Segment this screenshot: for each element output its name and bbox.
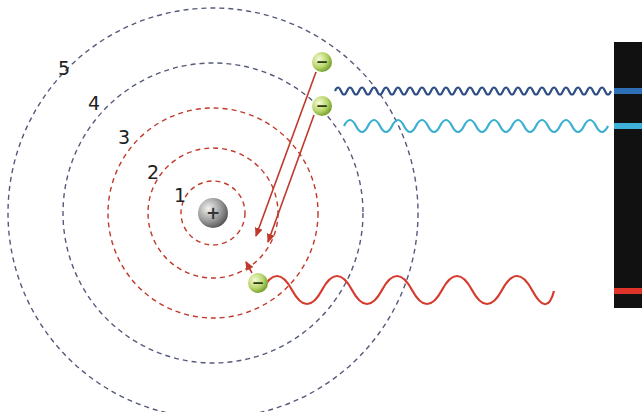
orbits: [8, 8, 418, 412]
orbit-number: 4: [88, 94, 100, 113]
spectrum-bar: [614, 42, 642, 308]
photon-wave: [344, 120, 608, 132]
electron: [312, 52, 332, 72]
spectral-line: [614, 88, 642, 94]
orbit-number: 3: [118, 128, 130, 147]
transition-arrows: [246, 72, 316, 273]
photon-wave: [262, 276, 554, 304]
photon-wave: [335, 88, 611, 95]
spectral-line: [614, 288, 642, 294]
orbit-number: 2: [147, 163, 159, 182]
electron: [312, 96, 332, 116]
nucleus: [198, 198, 228, 228]
spectral-line: [614, 123, 642, 129]
charge-sign: −: [316, 55, 329, 70]
charge-sign: +: [206, 205, 220, 222]
orbit-number: 1: [174, 186, 186, 205]
orbit-number: 5: [58, 59, 70, 78]
electron: [248, 273, 268, 293]
charge-sign: −: [252, 276, 265, 291]
charge-sign: −: [316, 99, 329, 114]
